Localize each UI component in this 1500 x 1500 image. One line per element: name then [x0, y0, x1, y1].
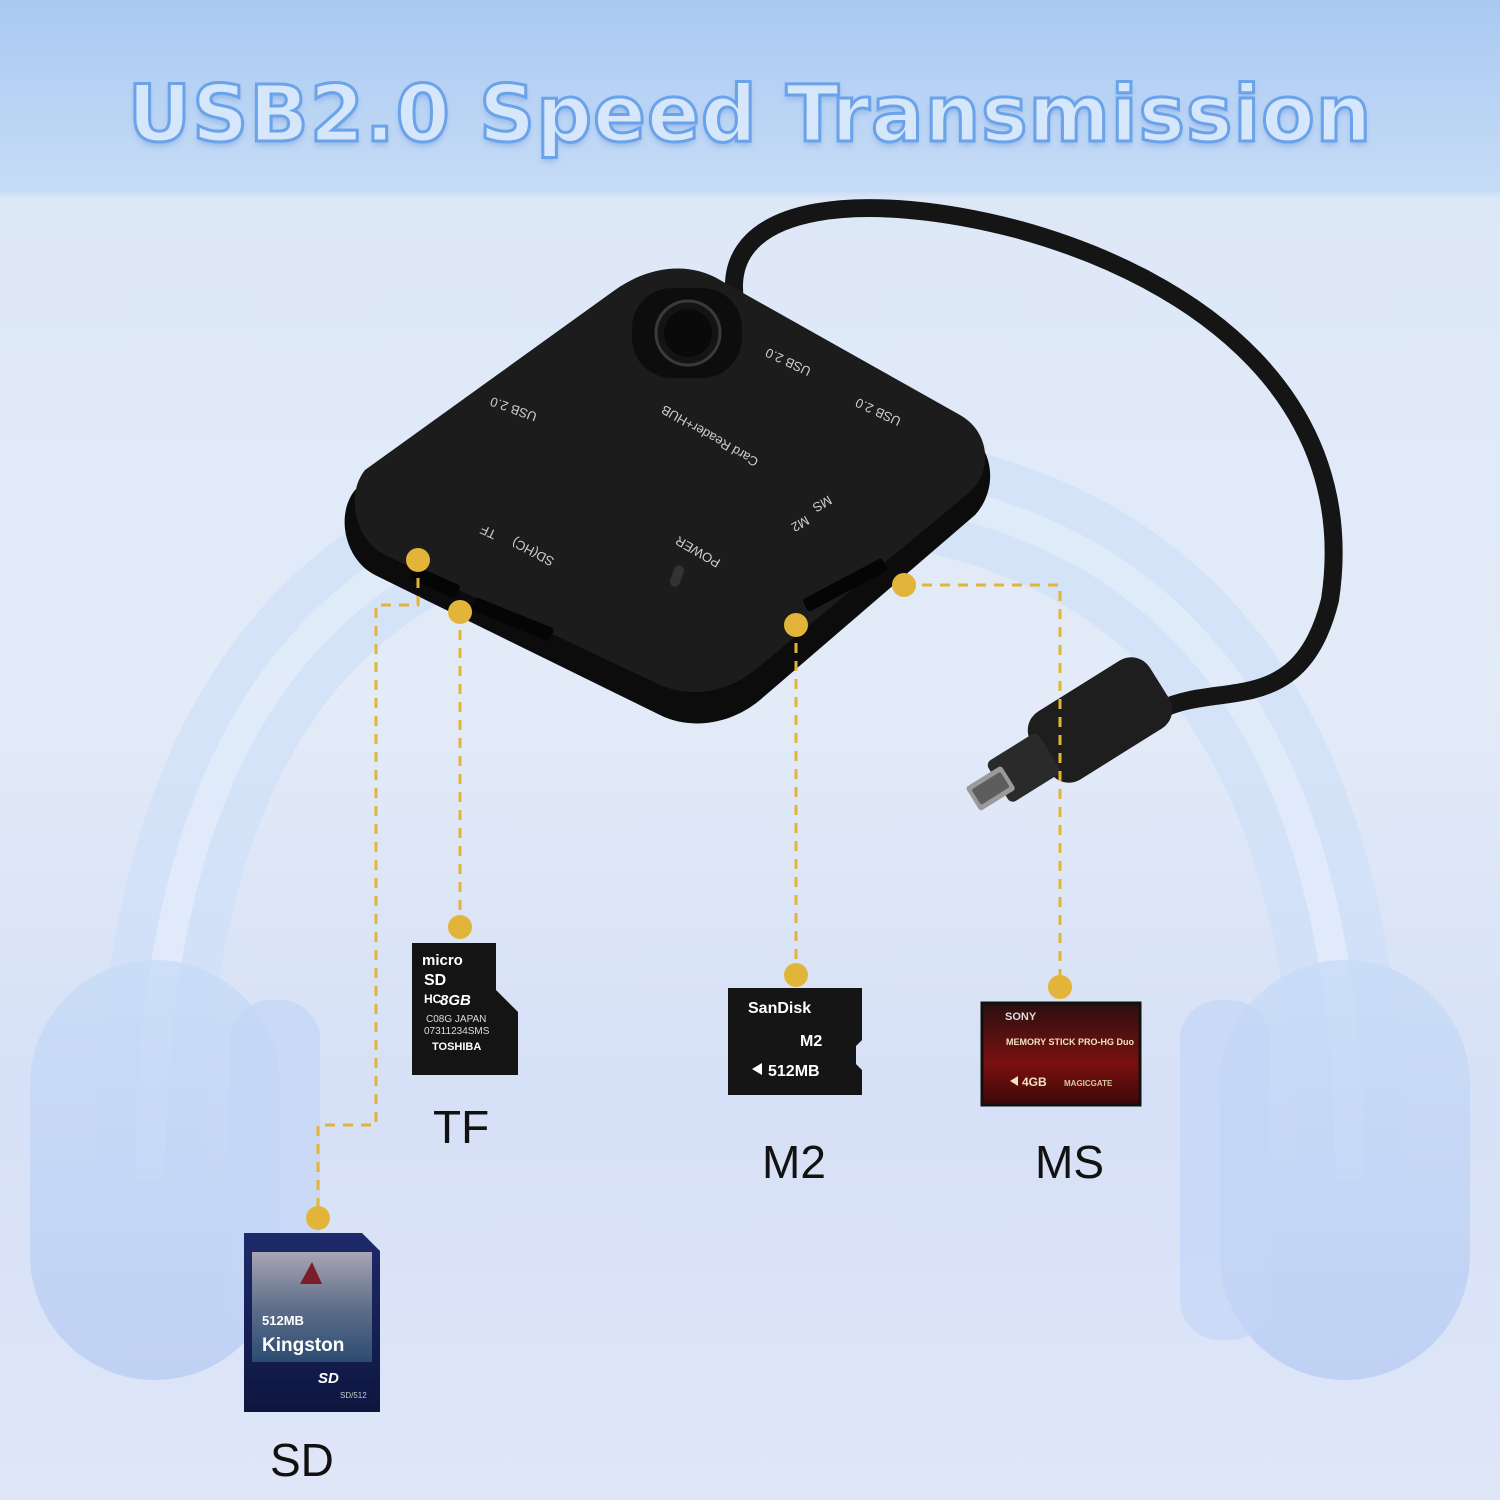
sd-capacity: 512MB [262, 1313, 304, 1328]
sd-logo: SD [318, 1370, 339, 1387]
tf-maker: TOSHIBA [432, 1041, 481, 1053]
ms-label: MS [1035, 1136, 1104, 1188]
connector-dots [306, 548, 1072, 1230]
ms-capacity: 4GB [1022, 1075, 1047, 1089]
tf-brand-hc: HC [424, 992, 442, 1006]
usb-cable [724, 199, 1343, 719]
ms-line: MEMORY STICK PRO-HG Duo [1006, 1037, 1135, 1047]
tf-label: TF [433, 1101, 490, 1153]
tf-brand-micro: micro [422, 952, 463, 969]
m2-maker: SanDisk [748, 1000, 811, 1017]
sd-label: SD [270, 1434, 334, 1486]
sd-maker: Kingston [262, 1335, 344, 1356]
hub-tf-label: TF [478, 522, 499, 542]
m2-type: M2 [800, 1033, 822, 1050]
tf-capacity: 8GB [440, 992, 471, 1009]
tf-code-1: C08G JAPAN [426, 1014, 486, 1025]
m2-label: M2 [762, 1136, 826, 1188]
ms-magicgate: MAGICGATE [1064, 1079, 1113, 1088]
tf-brand-sd: SD [424, 972, 446, 989]
headline: USB2.0 Speed Transmission [126, 69, 1373, 162]
ms-maker: SONY [1005, 1011, 1037, 1023]
connector-lines [316, 560, 1062, 1215]
micro-usb-plug [966, 657, 1173, 811]
m2-capacity: 512MB [768, 1063, 820, 1080]
tf-code-2: 07311234SMS [424, 1026, 490, 1037]
sd-code: SD/512 [340, 1391, 367, 1400]
